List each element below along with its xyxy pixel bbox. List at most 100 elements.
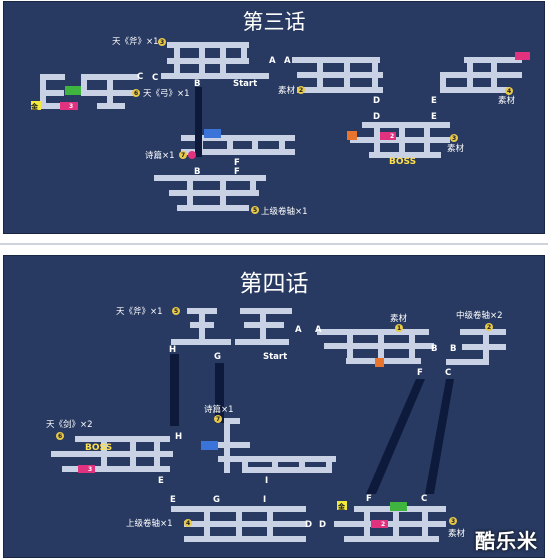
door-d-right-4: D [319, 520, 326, 530]
chapter-3-map-svg: A A C C B Start D E D E F B F 天《斧》×1 3 6… [30, 36, 530, 217]
axe-label-4: 天《斧》×1 [116, 306, 163, 317]
chapter-4-map: 第四话 [3, 255, 545, 558]
tunnel-g [215, 363, 224, 423]
door-h-bottom: H [175, 432, 182, 442]
far-right-room-block [446, 329, 506, 365]
marker-2: 2 [299, 87, 303, 94]
door-e-bottom-4: E [170, 495, 176, 505]
door-f-top-4: F [417, 368, 423, 378]
boss-label-4: BOSS [85, 443, 112, 453]
pink-chest-2-num-4: 2 [381, 521, 385, 528]
door-d-top: D [373, 96, 380, 106]
chapter-4-title: 第四话 [239, 271, 309, 297]
door-a-left-4: A [295, 325, 302, 335]
poem-label-4: 诗篇×1 [204, 404, 234, 415]
marker-3: 3 [160, 39, 164, 46]
pink-chest-3-icon-4 [78, 465, 95, 473]
pink-chest-4-icon [515, 52, 530, 60]
marker-5-icon-4 [172, 307, 180, 315]
marker-1-icon-4 [395, 324, 403, 332]
bow-label: 天《弓》×1 [143, 89, 190, 99]
scroll-bottom-label: 上级卷轴×1 [126, 518, 173, 529]
pink-chest-2-icon [380, 132, 396, 140]
blue-chest-icon [204, 129, 221, 138]
marker-4: 4 [507, 88, 511, 95]
green-chest-icon-4 [390, 502, 407, 511]
door-a-right: A [284, 56, 291, 66]
door-i-top: I [265, 476, 268, 486]
left-room-block [81, 74, 139, 109]
tunnel-c [425, 379, 454, 494]
pink-chest-3-num: 3 [69, 103, 73, 110]
marker-5-4: 5 [174, 308, 178, 315]
sword-label: 天《剑》×2 [46, 419, 93, 430]
marker-5: 5 [253, 207, 257, 214]
door-c-top-4: C [445, 368, 451, 378]
chapter-3-title: 第三话 [242, 10, 306, 34]
boss-room-block [350, 122, 450, 158]
gold-tag [31, 101, 41, 110]
axe-label: 天《斧》×1 [112, 36, 159, 47]
door-g-top: G [214, 352, 221, 362]
material-label-3: 素材 [447, 143, 465, 154]
door-a-left: A [269, 56, 276, 66]
door-b-bottom: B [194, 167, 200, 177]
door-a-right-4: A [315, 325, 322, 335]
poem-label: 诗篇×1 [145, 150, 175, 161]
material-label-1: 素材 [278, 85, 296, 96]
door-c-left: C [137, 72, 143, 82]
panel-divider [0, 243, 548, 245]
marker-2-4: 2 [487, 324, 491, 331]
door-e-bottom: E [431, 112, 437, 122]
marker-6-icon [132, 89, 140, 97]
door-f-bottom-4: F [366, 494, 372, 504]
material-label-bottom: 素材 [448, 528, 466, 539]
pink-chest-3-num-4: 3 [88, 466, 92, 473]
marker-7-4: 7 [216, 416, 220, 423]
door-e-top-4: E [158, 476, 164, 486]
bottom-room-block [154, 175, 266, 211]
scroll-top-label: 中级卷轴×2 [456, 310, 503, 321]
material-label-2: 素材 [498, 95, 516, 106]
gold-label-4: 金 [337, 502, 346, 511]
door-c-bottom-4: C [421, 494, 427, 504]
door-d-bottom: D [373, 112, 380, 122]
green-chest-icon [65, 86, 81, 95]
far-left-room-block [40, 74, 65, 109]
marker-3-4: 3 [451, 518, 455, 525]
pink-chest-2-num: 2 [390, 133, 394, 140]
center-room-block [218, 418, 336, 473]
center-right-room-block [292, 57, 383, 93]
gold-label: 金 [30, 102, 39, 111]
marker-4-4: 4 [186, 520, 190, 527]
tunnel-h [170, 354, 179, 426]
marker-2-icon [297, 86, 305, 94]
door-c-right: C [152, 73, 158, 83]
orange-tag-icon-4 [375, 358, 384, 367]
marker-3-icon-4 [449, 517, 457, 525]
marker-3b: 3 [452, 135, 456, 142]
marker-7-icon [179, 151, 187, 159]
door-i-bottom: I [263, 495, 266, 505]
orange-tag-icon [347, 131, 357, 140]
boss-room-block-4 [51, 436, 173, 472]
start-room-block [161, 42, 269, 79]
right-room-block [440, 57, 522, 93]
site-watermark: 酷乐米 [475, 529, 538, 553]
start-label-4: Start [263, 352, 287, 362]
door-b-top: B [194, 79, 200, 89]
axe-room-block [171, 308, 231, 345]
marker-6-icon-4 [56, 432, 64, 440]
pink-chest-3-icon [60, 102, 78, 110]
marker-4-icon [505, 87, 513, 95]
blue-chest-icon-4 [201, 441, 218, 450]
marker-3-icon [158, 38, 166, 46]
gold-tag-4 [337, 501, 347, 510]
marker-7-icon-4 [214, 415, 222, 423]
door-f-bottom: F [234, 167, 240, 177]
tunnel-b [195, 87, 202, 157]
tunnel-f [366, 379, 425, 494]
marker-4-icon-4 [184, 519, 192, 527]
bottom-left-room-block [171, 506, 306, 542]
material-label-top: 素材 [390, 313, 408, 324]
